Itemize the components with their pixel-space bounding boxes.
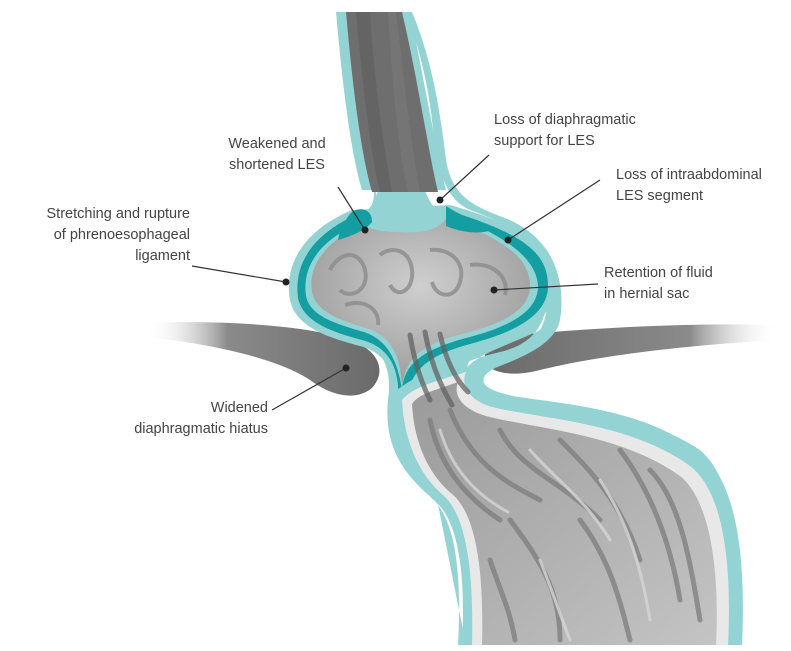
label-stretching: Stretching and rupture of phrenoesophage… — [0, 204, 190, 267]
label-widened-hiatus: Widened diaphragmatic hiatus — [120, 398, 268, 440]
dot-weakened-les — [362, 227, 369, 234]
leader-loss-intra — [508, 180, 600, 240]
dot-stretching — [283, 279, 290, 286]
dot-loss-support — [437, 197, 444, 204]
dot-retention — [491, 287, 498, 294]
dot-widened-hiatus — [343, 365, 350, 372]
label-retention: Retention of fluid in hernial sac — [604, 263, 774, 305]
label-loss-support: Loss of diaphragmatic support for LES — [494, 110, 674, 152]
dot-loss-intra — [505, 237, 512, 244]
leader-stretching — [192, 266, 286, 282]
label-weakened-les: Weakened and shortened LES — [202, 134, 352, 176]
label-loss-intra: Loss of intraabdominal LES segment — [616, 165, 786, 207]
